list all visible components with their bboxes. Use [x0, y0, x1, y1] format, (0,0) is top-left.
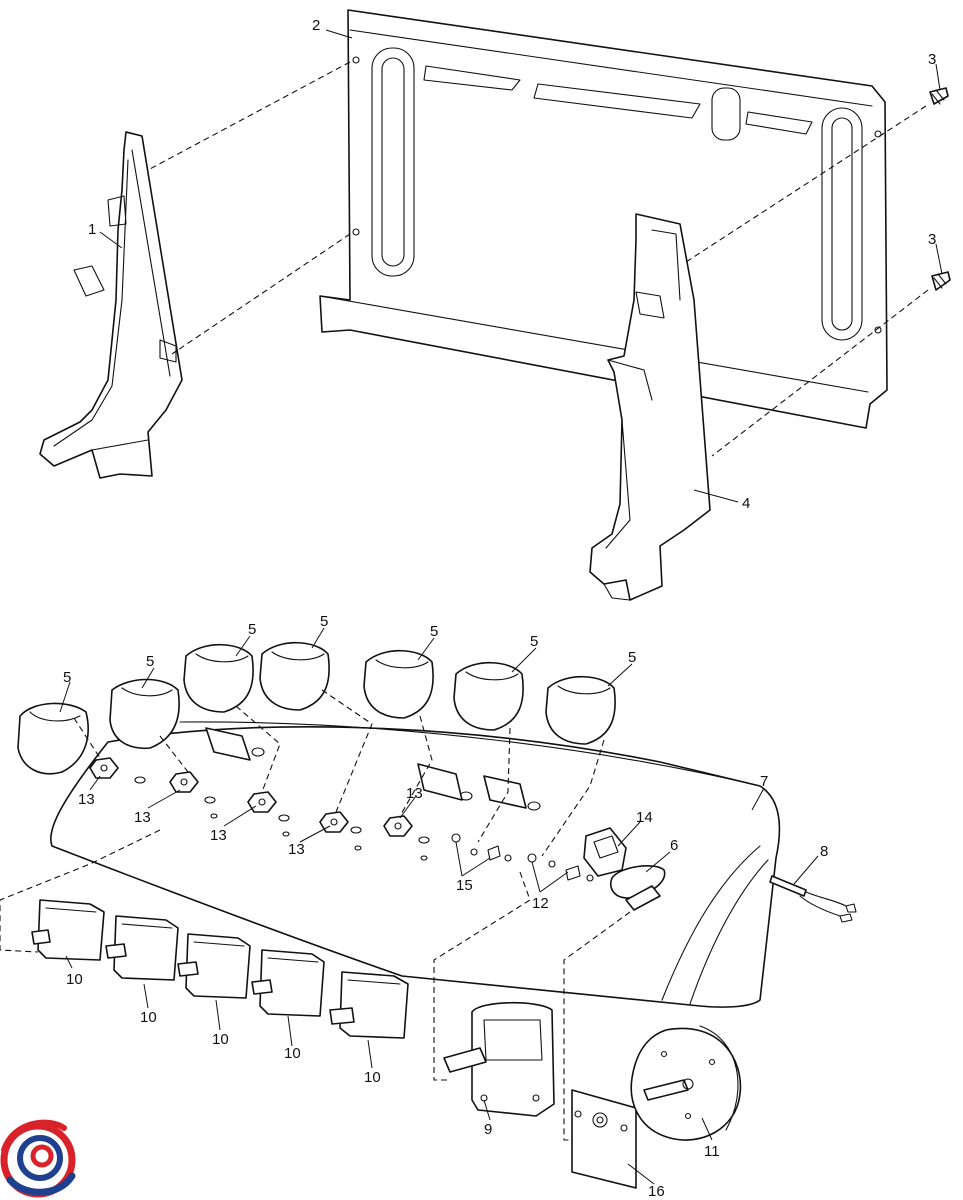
callout-2: 2 [312, 17, 320, 34]
callout-5-e: 5 [430, 623, 438, 640]
callout-10-e: 10 [364, 1069, 381, 1086]
neon-lamp-part-8 [769, 875, 857, 923]
callout-3-lower: 3 [928, 231, 936, 248]
callout-leader-lines [59, 29, 943, 1185]
callout-10-a: 10 [66, 971, 83, 988]
callout-13-a: 13 [78, 791, 95, 808]
knob-part-5-c [183, 644, 254, 713]
callout-6: 6 [670, 837, 678, 854]
callout-14: 14 [636, 809, 653, 826]
energy-regulator-part-10-b [105, 915, 179, 981]
callout-12: 12 [532, 895, 549, 912]
callout-8: 8 [820, 843, 828, 860]
back-panel-part-2 [319, 9, 888, 429]
left-bracket-part-1 [39, 131, 183, 479]
right-bracket-part-4 [589, 213, 711, 601]
callout-5-f: 5 [530, 633, 538, 650]
nut-part-13-e [383, 815, 413, 837]
callout-5-a: 5 [63, 669, 71, 686]
screws-part-12 [527, 853, 594, 882]
callout-13-d: 13 [288, 841, 305, 858]
callout-5-g: 5 [628, 649, 636, 666]
callout-1: 1 [88, 221, 96, 238]
screw-part-3-lower [931, 271, 951, 291]
mounting-plate-part-16 [571, 1089, 637, 1189]
callout-5-c: 5 [248, 621, 256, 638]
callout-5-d: 5 [320, 613, 328, 630]
callout-4: 4 [742, 495, 750, 512]
thermostat-part-9 [443, 1001, 555, 1117]
screw-part-3-upper [929, 87, 949, 105]
callout-15: 15 [456, 877, 473, 894]
brand-swirl-logo [0, 1119, 76, 1198]
assembly-lines-upper [147, 61, 929, 457]
callout-5-b: 5 [146, 653, 154, 670]
knob-part-5-d [259, 642, 330, 711]
energy-regulator-part-10-e [329, 971, 409, 1039]
callout-labels: 1 2 3 3 4 5 5 5 5 5 5 5 6 7 8 9 10 10 10… [63, 17, 936, 1200]
knob-part-5-g [545, 676, 616, 745]
nut-part-13-d [319, 811, 349, 833]
callout-13-e: 13 [406, 785, 423, 802]
knob-part-5-a [17, 702, 89, 775]
callout-10-b: 10 [140, 1009, 157, 1026]
callout-3-upper: 3 [928, 51, 936, 68]
assembly-lines-lower [0, 689, 631, 1141]
callout-13-b: 13 [134, 809, 151, 826]
nut-part-13-b [169, 771, 199, 793]
callout-10-c: 10 [212, 1031, 229, 1048]
knob-part-5-e [363, 650, 434, 719]
energy-regulator-part-10-c [177, 933, 251, 999]
callout-9: 9 [484, 1121, 492, 1138]
control-fascia-part-7 [50, 721, 781, 1008]
callout-16: 16 [648, 1183, 665, 1200]
callout-13-c: 13 [210, 827, 227, 844]
callout-11: 11 [704, 1143, 720, 1160]
indicator-lens-part-6 [610, 865, 666, 911]
energy-regulator-part-10-a [31, 899, 105, 961]
energy-regulator-part-10-d [251, 949, 325, 1017]
knob-part-5-f [453, 662, 524, 731]
callout-10-d: 10 [284, 1045, 301, 1062]
callout-7: 7 [760, 773, 768, 790]
timer-part-11 [630, 1025, 742, 1141]
spindle-extenders [205, 727, 527, 809]
nut-part-13-a [89, 757, 119, 779]
